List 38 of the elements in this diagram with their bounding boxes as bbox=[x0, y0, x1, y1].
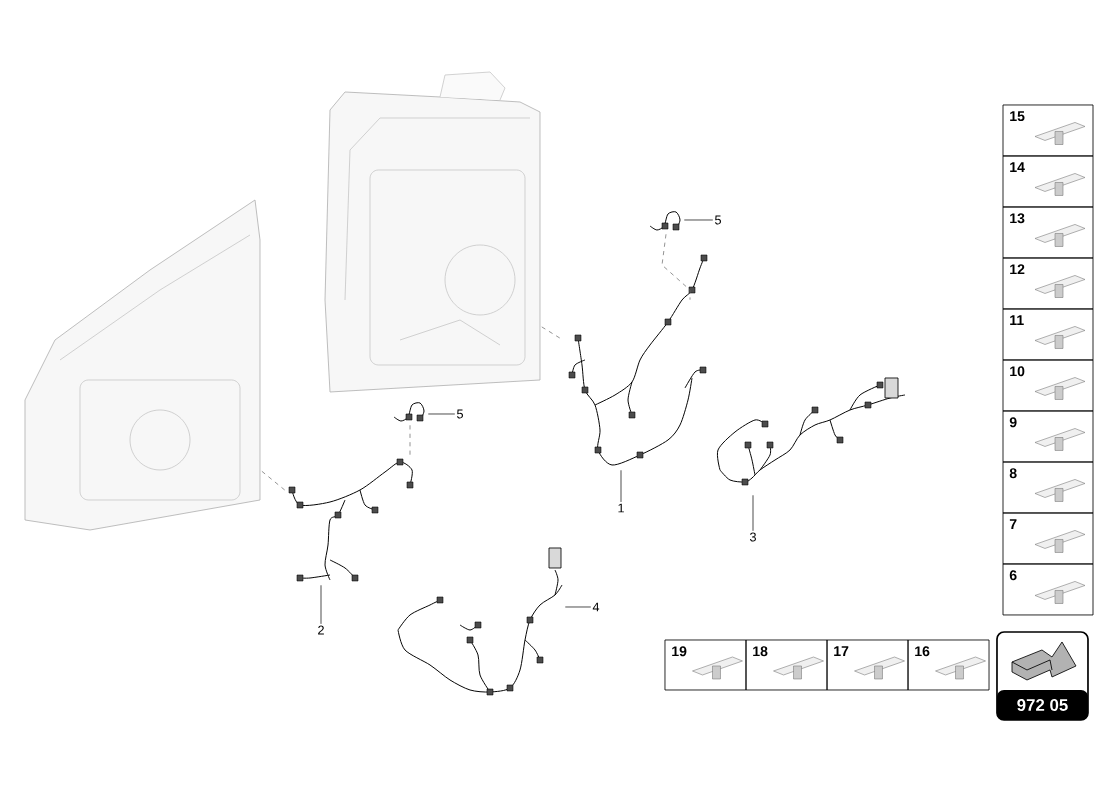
parts-cell: 7 bbox=[1002, 512, 1094, 565]
callout-number: 4 bbox=[592, 602, 600, 612]
parts-cell: 14 bbox=[1002, 155, 1094, 208]
leader-line bbox=[427, 413, 456, 415]
wiring-harness-drawing bbox=[568, 254, 708, 466]
parts-cell: 10 bbox=[1002, 359, 1094, 412]
parts-cell: 13 bbox=[1002, 206, 1094, 259]
dashed-line bbox=[259, 469, 286, 491]
connector-drawing bbox=[393, 402, 425, 422]
parts-cell: 17 bbox=[826, 639, 909, 691]
callout-number: 5 bbox=[715, 215, 721, 225]
parts-cell: 12 bbox=[1002, 257, 1094, 310]
callout-number: 5 bbox=[457, 409, 463, 419]
connector-drawing bbox=[649, 211, 681, 231]
parts-cell: 18 bbox=[745, 639, 828, 691]
leader-line bbox=[564, 606, 592, 608]
callout-number: 2 bbox=[318, 625, 324, 635]
leader-line bbox=[620, 469, 622, 503]
door-drawing bbox=[24, 199, 261, 531]
wiring-harness-drawing bbox=[288, 458, 414, 582]
dashed-line bbox=[539, 325, 561, 339]
parts-cell: 15 bbox=[1002, 104, 1094, 157]
leader-line bbox=[683, 219, 714, 221]
parts-cell: 16 bbox=[907, 639, 990, 691]
door-drawing bbox=[324, 71, 541, 393]
parts-cell: 9 bbox=[1002, 410, 1094, 463]
parts-cell: 8 bbox=[1002, 461, 1094, 514]
page-reference-box: 972 05 bbox=[996, 631, 1089, 721]
wiring-harness-drawing bbox=[716, 377, 906, 486]
leader-line bbox=[752, 494, 754, 532]
leader-line bbox=[320, 584, 322, 625]
parts-cell: 19 bbox=[664, 639, 747, 691]
dashed-line bbox=[661, 233, 691, 301]
wiring-harness-drawing bbox=[397, 547, 563, 696]
parts-cell: 11 bbox=[1002, 308, 1094, 361]
callout-number: 1 bbox=[618, 503, 624, 513]
callout-number: 3 bbox=[749, 532, 756, 542]
parts-cell: 6 bbox=[1002, 563, 1094, 616]
